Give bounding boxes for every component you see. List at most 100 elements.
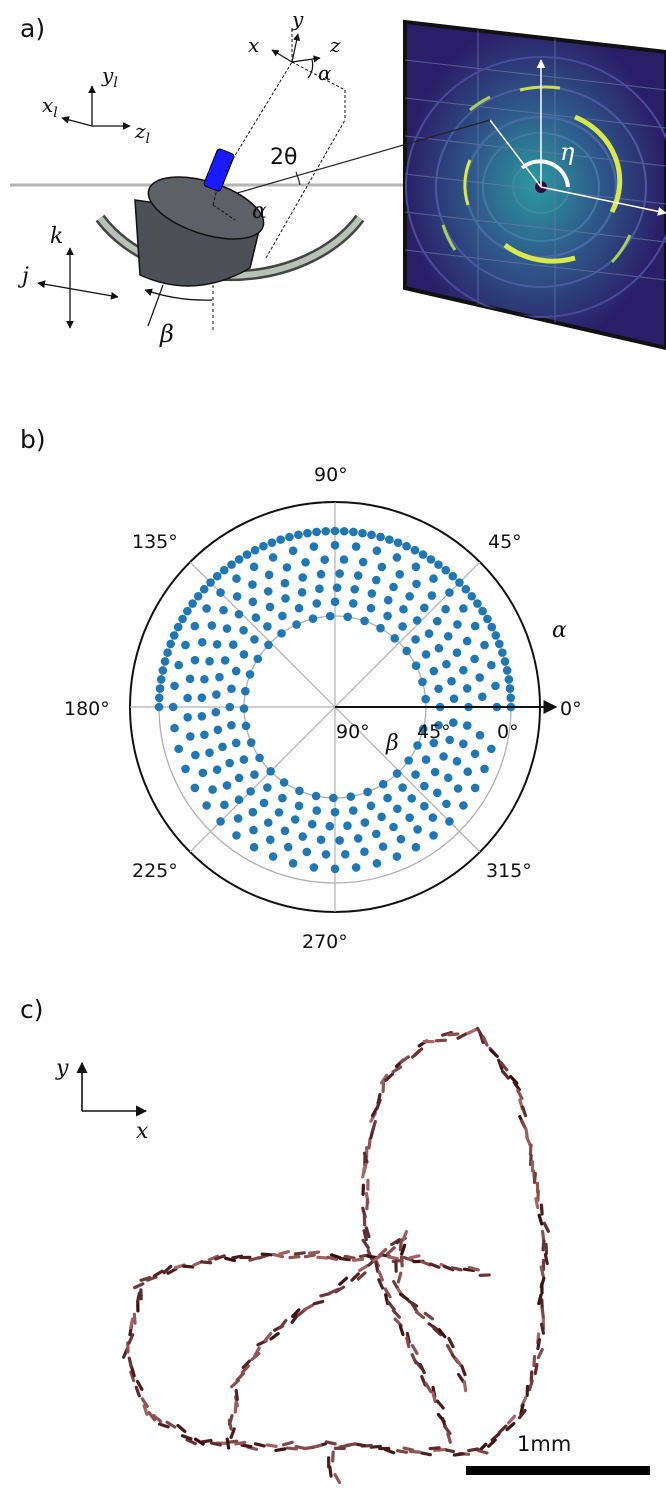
orientation-mark xyxy=(478,1451,487,1453)
orientation-mark xyxy=(541,1267,543,1276)
polar-point xyxy=(361,818,370,827)
polar-point xyxy=(225,759,234,768)
polar-point xyxy=(430,667,439,676)
polar-point xyxy=(303,529,312,538)
j-label: j xyxy=(17,264,29,289)
orientation-mark xyxy=(242,1445,251,1446)
polar-point xyxy=(459,739,468,748)
polar-point xyxy=(281,594,290,603)
orientation-mark xyxy=(543,1231,544,1240)
svg-text:xl: xl xyxy=(42,93,58,121)
orientation-mark xyxy=(202,1440,211,1442)
orientation-mark xyxy=(340,1278,347,1284)
polar-point xyxy=(241,687,250,696)
polar-point xyxy=(471,622,480,631)
polar-point xyxy=(235,795,244,804)
polar-point xyxy=(389,823,398,832)
polar-point xyxy=(213,765,222,774)
polar-point xyxy=(249,598,258,607)
polar-point xyxy=(213,572,222,581)
orientation-mark xyxy=(541,1205,542,1214)
polar-point xyxy=(441,566,450,575)
orientation-mark xyxy=(400,1326,403,1335)
polar-point xyxy=(367,604,376,613)
polar-spoke xyxy=(190,707,335,852)
polar-point xyxy=(349,806,358,815)
polar-point xyxy=(420,802,429,811)
orientation-mark xyxy=(398,1451,407,1453)
polar-point xyxy=(249,808,258,817)
polar-point xyxy=(233,592,242,601)
panel-b: b) α β 90° 45° 0° 0° 45° 90° 135° 180° 2… xyxy=(0,415,666,985)
polar-point xyxy=(412,661,421,670)
polar-point xyxy=(433,617,442,626)
polar-point xyxy=(186,675,195,684)
polar-point xyxy=(239,626,248,635)
polar-point xyxy=(250,563,259,572)
polar-point xyxy=(250,635,259,644)
polar-point xyxy=(170,682,179,691)
angle-label-90: 90° xyxy=(314,464,348,486)
polar-point xyxy=(232,739,241,748)
polar-point xyxy=(441,605,450,614)
orientation-mark xyxy=(280,1320,286,1327)
xy-axes xyxy=(82,1063,146,1111)
polar-point xyxy=(266,835,275,844)
polar-point xyxy=(471,784,480,793)
angle-label-315: 315° xyxy=(486,860,532,882)
orientation-mark xyxy=(491,1050,497,1056)
polar-point xyxy=(312,528,321,537)
orientation-mark xyxy=(401,1294,408,1299)
orientation-mark xyxy=(155,1271,163,1276)
polar-point xyxy=(360,847,369,856)
polar-point xyxy=(216,817,225,826)
polar-point xyxy=(429,813,438,822)
polar-point xyxy=(252,613,261,622)
polar-point xyxy=(169,703,178,712)
polar-point xyxy=(445,588,454,597)
polar-point xyxy=(264,587,273,596)
orientation-mark xyxy=(356,1444,365,1446)
polar-point xyxy=(202,604,211,613)
polar-point xyxy=(444,773,453,782)
orientation-mark xyxy=(262,1254,271,1255)
orientation-mark xyxy=(435,1450,444,1451)
polar-point xyxy=(471,750,480,759)
polar-point xyxy=(198,693,207,702)
polar-point xyxy=(191,784,200,793)
polar-point xyxy=(198,712,207,721)
orientation-mark xyxy=(543,1241,544,1250)
polar-point xyxy=(213,640,222,649)
polar-point xyxy=(269,852,278,861)
polar-point xyxy=(434,684,443,693)
polar-point xyxy=(208,785,217,794)
polar-point xyxy=(418,678,427,687)
polar-point xyxy=(341,850,350,859)
polar-point xyxy=(295,786,304,795)
polar-point xyxy=(235,555,244,564)
polar-point xyxy=(442,660,451,669)
orientation-mark xyxy=(456,1359,462,1366)
polar-point xyxy=(422,650,431,659)
alpha-axis-name: α xyxy=(552,618,567,643)
angle-label-135: 135° xyxy=(132,531,178,553)
orientation-mark xyxy=(295,1253,304,1254)
polar-point xyxy=(284,843,293,852)
orientation-mark xyxy=(287,1448,296,1449)
orientation-mark xyxy=(393,1311,399,1318)
polar-point xyxy=(248,580,257,589)
polar-point xyxy=(413,825,422,834)
polar-point xyxy=(223,781,232,790)
orientation-mark xyxy=(530,1145,531,1154)
polar-point xyxy=(389,583,398,592)
orientation-mark xyxy=(430,1264,438,1267)
orientation-mark xyxy=(509,1416,515,1423)
orientation-mark xyxy=(448,1346,452,1354)
polar-point xyxy=(422,755,431,764)
sample-x-label: x xyxy=(248,33,259,57)
polar-point xyxy=(205,748,214,757)
polar-point xyxy=(491,631,500,640)
orientation-mark xyxy=(135,1284,143,1288)
polar-point xyxy=(350,585,359,594)
angle-label-180: 180° xyxy=(64,698,110,720)
